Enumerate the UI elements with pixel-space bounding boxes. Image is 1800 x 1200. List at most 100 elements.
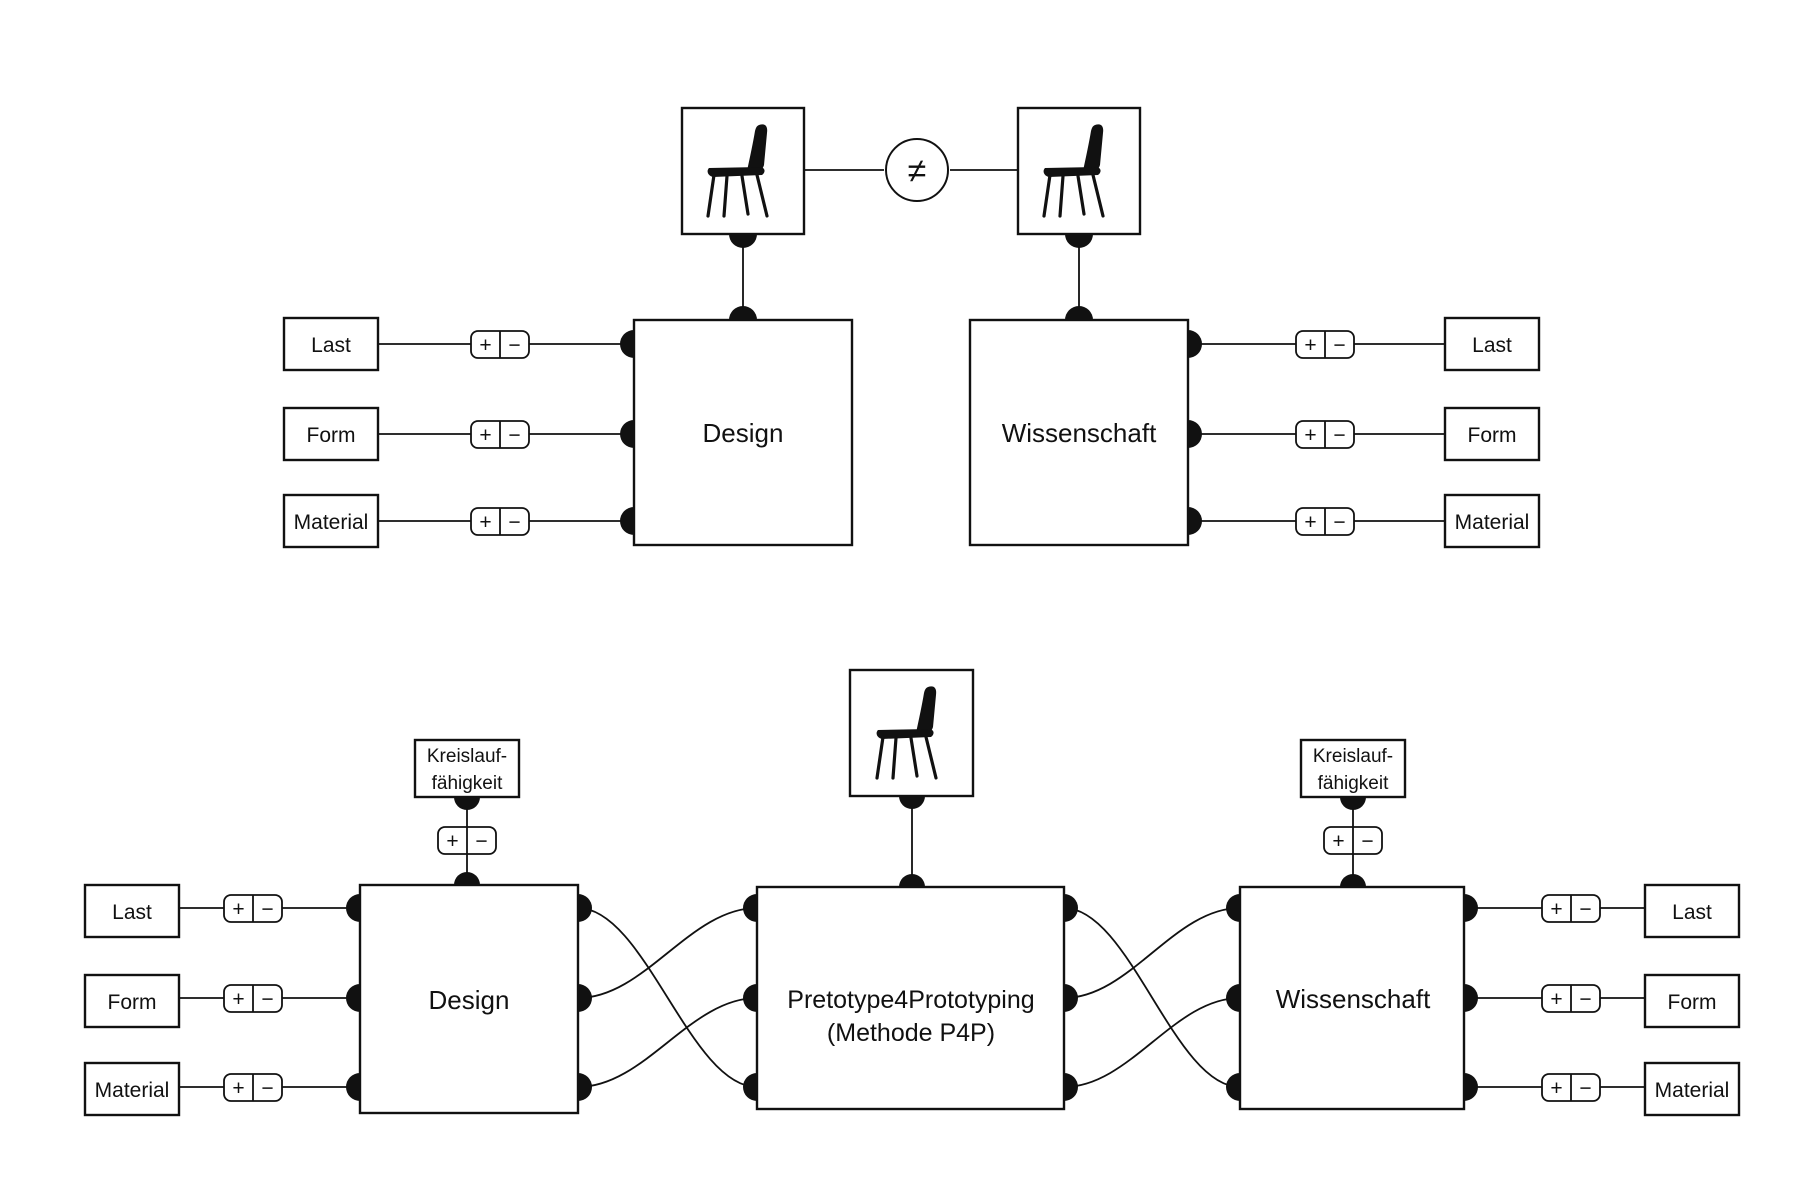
input-row-form: + − Form — [1188, 406, 1541, 462]
port-dot — [578, 984, 592, 1012]
input-row-last: + − Last — [1188, 316, 1541, 372]
port-dot — [729, 306, 757, 320]
port-dot — [1065, 306, 1093, 320]
port-dot — [454, 797, 480, 810]
minus-button[interactable]: − — [1579, 988, 1591, 1011]
input-row-material: Material + − — [83, 1061, 360, 1117]
minus-button[interactable]: − — [1333, 334, 1345, 357]
minus-button[interactable]: − — [261, 988, 273, 1011]
plus-minus-control[interactable]: + − — [1295, 420, 1355, 449]
input-label: Material — [1455, 511, 1530, 534]
input-label: Last — [1672, 901, 1712, 924]
port-dot — [454, 872, 480, 885]
plus-button[interactable]: + — [232, 898, 244, 921]
port-dot — [1188, 507, 1202, 535]
minus-button[interactable]: − — [1361, 830, 1373, 853]
plus-button[interactable]: + — [1550, 988, 1562, 1011]
port-dot — [1064, 984, 1078, 1012]
wissenschaft-label: Wissenschaft — [1002, 418, 1157, 448]
minus-button[interactable]: − — [508, 334, 520, 357]
minus-button[interactable]: − — [475, 830, 487, 853]
input-label: Material — [1655, 1079, 1730, 1102]
plus-minus-control[interactable]: + − — [437, 826, 497, 855]
plus-minus-control[interactable]: + − — [1323, 826, 1383, 855]
port-dot — [620, 420, 634, 448]
plus-button[interactable]: + — [479, 334, 491, 357]
p4p-label-1: Pretotype4Prototyping — [787, 986, 1034, 1014]
plus-button[interactable]: + — [1304, 334, 1316, 357]
plus-minus-control[interactable]: + − — [223, 1073, 283, 1102]
minus-button[interactable]: − — [1579, 1077, 1591, 1100]
input-label: Material — [95, 1079, 170, 1102]
plus-minus-control[interactable]: + − — [1295, 507, 1355, 536]
port-dot — [743, 984, 757, 1012]
minus-button[interactable]: − — [261, 898, 273, 921]
port-dot — [1188, 420, 1202, 448]
input-box — [83, 1061, 181, 1117]
port-dot — [620, 507, 634, 535]
input-row-last: Last + − — [83, 883, 360, 939]
plus-minus-control[interactable]: + − — [1541, 984, 1601, 1013]
input-row-form: Form + − — [282, 406, 634, 462]
kreislauf-label-1: Kreislauf- — [1313, 746, 1393, 767]
input-label: Form — [1668, 991, 1717, 1014]
input-box — [282, 493, 380, 549]
plus-button[interactable]: + — [479, 424, 491, 447]
plus-button[interactable]: + — [1550, 1077, 1562, 1100]
port-dot — [1464, 894, 1478, 922]
plus-minus-control[interactable]: + − — [470, 507, 530, 536]
plus-minus-control[interactable]: + − — [1295, 330, 1355, 359]
port-dot — [1464, 1073, 1478, 1101]
port-dot — [743, 894, 757, 922]
plus-minus-control[interactable]: + − — [223, 984, 283, 1013]
plus-minus-control[interactable]: + − — [470, 330, 530, 359]
plus-button[interactable]: + — [479, 511, 491, 534]
input-row-form: Form + − — [83, 973, 360, 1029]
port-dot — [729, 234, 757, 248]
port-dot — [1188, 330, 1202, 358]
plus-minus-control[interactable]: + − — [223, 894, 283, 923]
kreislauf-label-2: fähigkeit — [432, 773, 503, 794]
plus-button[interactable]: + — [232, 1077, 244, 1100]
plus-button[interactable]: + — [1304, 511, 1316, 534]
plus-button[interactable]: + — [446, 830, 458, 853]
input-box — [1643, 1061, 1741, 1117]
input-box — [83, 883, 181, 939]
input-box — [83, 973, 181, 1029]
kreislauf-label-1: Kreislauf- — [427, 746, 507, 767]
minus-button[interactable]: − — [1333, 511, 1345, 534]
input-row-last: Last + − — [282, 316, 634, 372]
plus-button[interactable]: + — [1332, 830, 1344, 853]
minus-button[interactable]: − — [1333, 424, 1345, 447]
minus-button[interactable]: − — [508, 511, 520, 534]
minus-button[interactable]: − — [508, 424, 520, 447]
port-dot — [743, 1073, 757, 1101]
port-dot — [1340, 874, 1366, 887]
port-dot — [1064, 1073, 1078, 1101]
wissenschaft-box — [1238, 885, 1466, 1111]
input-box — [1443, 493, 1541, 549]
input-box — [282, 406, 380, 462]
input-box — [1643, 883, 1741, 939]
kreislauf-box — [413, 738, 521, 799]
input-label: Form — [108, 991, 157, 1014]
input-label: Last — [311, 334, 351, 357]
input-row-material: + − Material — [1188, 493, 1541, 549]
input-row-last: + − Last — [1464, 883, 1741, 939]
input-box — [1643, 973, 1741, 1029]
input-box — [282, 316, 380, 372]
port-dot — [1226, 1073, 1240, 1101]
plus-minus-control[interactable]: + − — [1541, 1073, 1601, 1102]
plus-button[interactable]: + — [1304, 424, 1316, 447]
plus-minus-control[interactable]: + − — [470, 420, 530, 449]
input-label: Form — [307, 424, 356, 447]
plus-button[interactable]: + — [232, 988, 244, 1011]
minus-button[interactable]: − — [1579, 898, 1591, 921]
port-dot — [899, 796, 925, 809]
minus-button[interactable]: − — [261, 1077, 273, 1100]
not-equal-circle — [885, 138, 949, 202]
not-equal-symbol: ≠ — [908, 152, 927, 190]
plus-minus-control[interactable]: + − — [1541, 894, 1601, 923]
plus-button[interactable]: + — [1550, 898, 1562, 921]
